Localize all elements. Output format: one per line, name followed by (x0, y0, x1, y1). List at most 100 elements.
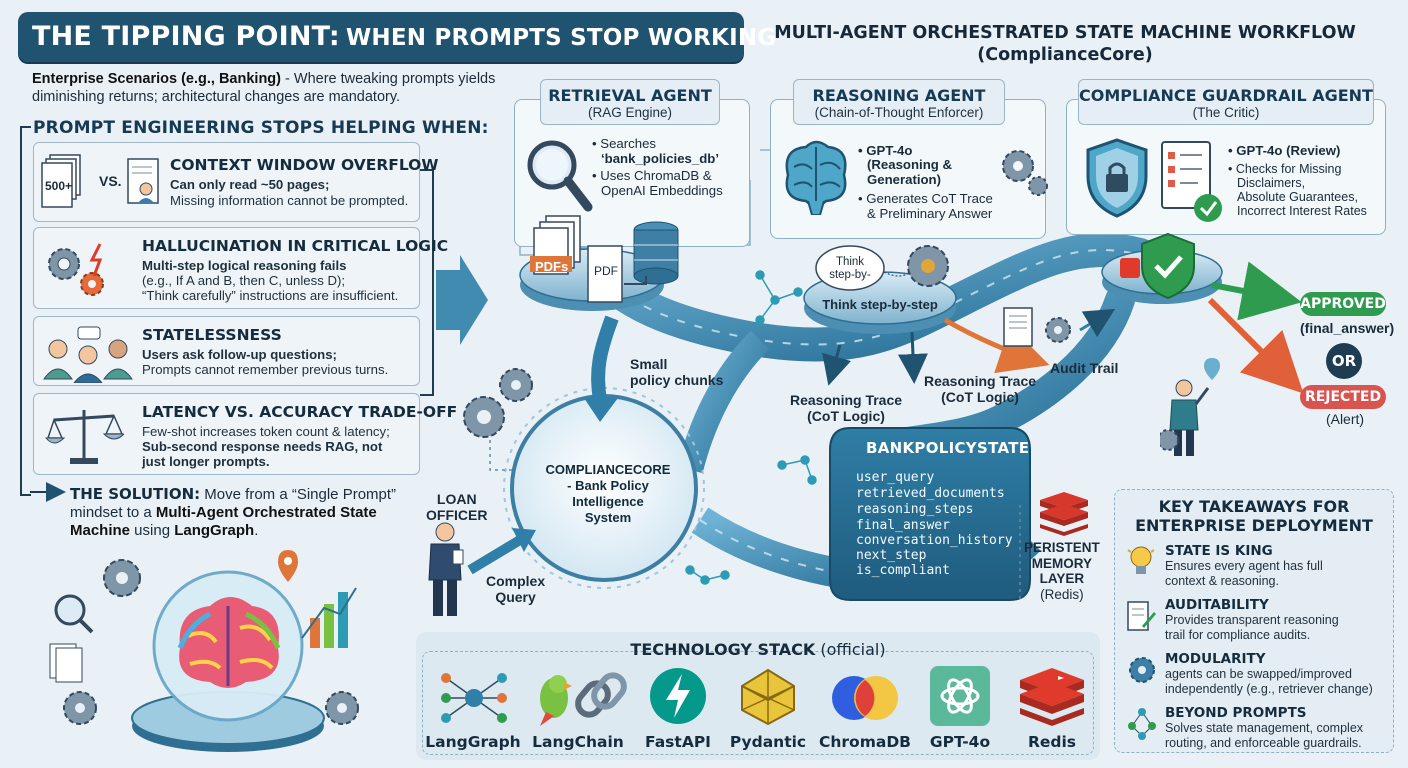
langgraph-icon (441, 673, 507, 723)
tech-stack-title-suffix: (official) (815, 640, 886, 659)
problem-line: Users ask follow-up questions; (142, 347, 337, 362)
reasoning-trace-line: Reasoning Trace (924, 373, 1037, 389)
small-chunks-line: policy chunks (630, 372, 724, 388)
approved-sub: (final_answer) (1300, 320, 1395, 336)
state-field: final_answer (856, 518, 950, 533)
problem-title: HALLUCINATION IN CRITICAL LOGIC (142, 237, 449, 255)
pdfs-label: PDFs (535, 259, 569, 274)
reasoning-trace-line: (CoT Logic) (941, 389, 1019, 405)
network-icon (1128, 708, 1156, 740)
redis-stack-icon (1040, 492, 1088, 536)
tech-name: LangGraph (425, 733, 521, 751)
reasoning-bullet: • Generates CoT Trace (858, 191, 993, 206)
brain-illustration (49, 550, 359, 752)
workflow-title-line1: MULTI-AGENT ORCHESTRATED STATE MACHINE W… (774, 23, 1356, 43)
pydantic-icon (741, 668, 795, 726)
title-banner: THE TIPPING POINT:WHEN PROMPTS STOP WORK… (18, 12, 776, 62)
problem-line: Prompts cannot remember previous turns. (142, 362, 389, 377)
problem-card-hallucination: HALLUCINATION IN CRITICAL LOGIC Multi-st… (33, 227, 448, 309)
tech-name: Redis (1027, 733, 1077, 751)
takeaway-line: routing, and enforceable guardrails. (1165, 736, 1362, 750)
retrieval-bullet: ‘bank_policies_db’ (601, 151, 719, 166)
think-bubble-line: Think (835, 256, 865, 268)
memory-line: LAYER (1039, 571, 1085, 586)
solution-bold-2: LangGraph (174, 522, 255, 539)
parrot-chain-icon (540, 672, 627, 726)
reasoning-bullet: Generation) (867, 172, 942, 187)
compliancecore-label: COMPLIANCECORE - Bank Policy Intelligenc… (526, 462, 690, 526)
reasoning-trace-line: Reasoning Trace (790, 392, 903, 408)
redis-icon (1020, 668, 1084, 726)
core-line: COMPLIANCECORE (545, 462, 671, 477)
vs-label: VS. (99, 173, 122, 189)
loan-officer-line: OFFICER (426, 507, 488, 523)
takeaway-line: context & reasoning. (1165, 574, 1279, 588)
people-icon (43, 326, 133, 383)
state-field: conversation_history (856, 533, 1013, 548)
problem-title: LATENCY VS. ACCURACY TRADE-OFF (142, 403, 458, 421)
compliance-bullet: Absolute Guarantees, (1237, 190, 1358, 204)
problem-line: Multi-step logical reasoning fails (142, 258, 347, 273)
reasoning-trace-line: (CoT Logic) (807, 408, 885, 424)
checklist-icon (1161, 141, 1222, 222)
retrieval-agent-name: RETRIEVAL AGENT (548, 86, 712, 105)
takeaway-heading: MODULARITY (1165, 651, 1266, 667)
memory-line: MEMORY (1031, 555, 1092, 571)
state-field: retrieved_documents (856, 486, 1005, 501)
tech-name: FastAPI (645, 733, 711, 751)
problem-card-context: 500+ VS. CONTEXT WINDOW OVERFLOW Can onl… (33, 142, 438, 222)
state-field: reasoning_steps (856, 502, 974, 517)
reasoning-trace-label-2: Reasoning Trace (CoT Logic) (924, 373, 1036, 405)
tech-stack-inner (422, 651, 1094, 755)
think-bubble-line: step-by- (829, 269, 871, 281)
gear-icon (1129, 657, 1155, 683)
core-gears-icon (463, 368, 533, 438)
rejected-sub: (Alert) (1325, 411, 1365, 427)
state-field: next_step (856, 548, 927, 563)
retrieval-agent-sub: (RAG Engine) (587, 105, 673, 120)
reasoning-agent-header: REASONING AGENT (Chain-of-Thought Enforc… (793, 79, 1005, 125)
openai-icon (930, 666, 990, 726)
retrieval-bullet: • Searches (592, 136, 656, 151)
documents-icon-label: 500+ (45, 179, 73, 193)
problem-card-latency: LATENCY VS. ACCURACY TRADE-OFF Few-shot … (33, 393, 457, 475)
solution-heading: THE SOLUTION: (70, 485, 201, 503)
compliance-agent-name: COMPLIANCE GUARDRAIL AGENT (1079, 86, 1373, 105)
compliance-bullet: • Checks for Missing (1228, 162, 1342, 176)
takeaway-line: Solves state management, complex (1165, 721, 1364, 735)
problem-card-statelessness: STATELESSNESS Users ask follow-up questi… (33, 316, 420, 386)
tech-name: GPT-4o (929, 733, 991, 751)
title-main: THE TIPPING POINT: (32, 21, 340, 52)
analyst-icon (1160, 358, 1220, 456)
lightbulb-icon (1127, 546, 1155, 574)
state-field: user_query (856, 470, 935, 485)
think-bubble (815, 245, 949, 291)
memory-line: PERISTENT (1024, 540, 1100, 555)
compliance-bullet: Disclaimers, (1237, 176, 1306, 190)
takeaways-panel (1114, 489, 1394, 753)
takeaway-line: Ensures every agent has full (1165, 559, 1323, 573)
shield-check-icon (1120, 232, 1195, 300)
core-line: System (584, 510, 632, 525)
rejected-badge: REJECTED (1300, 385, 1386, 409)
takeaway-line: independently (e.g., retriever change) (1165, 682, 1373, 696)
loan-officer-label: LOAN OFFICER (426, 491, 487, 523)
compliance-bullet: • GPT-4o (Review) (1228, 143, 1341, 158)
audit-doc-icon (1003, 307, 1071, 347)
complex-query-label: Complex Query (486, 573, 545, 605)
brain-icon (785, 140, 847, 215)
core-line: Intelligence (572, 494, 644, 509)
workflow-title: MULTI-AGENT ORCHESTRATED STATE MACHINE W… (760, 22, 1370, 66)
reasoning-bullet: • GPT-4o (858, 143, 913, 158)
small-chunks-line: Small (630, 356, 668, 372)
problem-line: Missing information cannot be prompted. (170, 193, 409, 208)
enterprise-rest: - Where tweaking prompts yields diminish… (32, 71, 496, 105)
enterprise-lead: Enterprise Scenarios (e.g., Banking) (32, 71, 281, 87)
takeaway-line: Provides transparent reasoning (1165, 613, 1339, 627)
chromadb-icon (832, 676, 898, 720)
takeaways-title: KEY TAKEAWAYS FOR ENTERPRISE DEPLOYMENT (1114, 497, 1394, 535)
prompt-engineering-heading: PROMPT ENGINEERING STOPS HELPING WHEN: (33, 118, 489, 138)
takeaway-heading: BEYOND PROMPTS (1165, 705, 1307, 721)
state-title: BANKPOLICYSTATE (866, 439, 1030, 457)
gear-icon (1002, 150, 1048, 196)
